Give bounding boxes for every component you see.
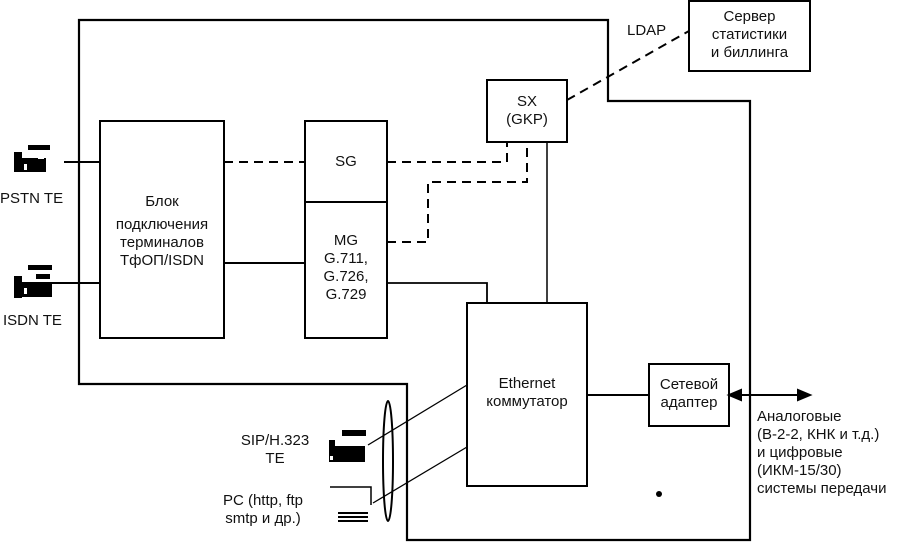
stats-server-label: Сервер статистики и биллинга	[689, 8, 810, 62]
mg-line-1: MG	[333, 232, 359, 249]
sip-ethernet-link	[367, 384, 468, 446]
pc-stub	[330, 486, 372, 505]
mg-ethernet-link	[387, 282, 488, 303]
pstn-te-label: PSTN TE	[0, 190, 64, 207]
arrow-right-head	[797, 388, 813, 402]
transmission-line-5: системы передачи	[757, 480, 887, 497]
terminal-unit-block	[99, 120, 225, 339]
isdn-te-label: ISDN TE	[3, 312, 62, 329]
network-adapter-label: Сетевой адаптер	[649, 376, 729, 412]
ethernet-switch-label: Ethernet коммутатор	[467, 375, 587, 411]
pc-line-2: smtp и др.)	[225, 510, 301, 527]
mg-label: MG G.711, G.726, G.729	[305, 232, 387, 304]
sip-telephone-icon	[329, 430, 366, 462]
mg-block	[304, 201, 388, 339]
stats-server-line-3: и биллинга	[710, 44, 789, 61]
arrow-left-head	[726, 388, 742, 402]
stats-server-block	[688, 0, 811, 72]
pc-label: PC (http, ftp smtp и др.)	[203, 492, 323, 528]
stray-dot	[656, 491, 662, 497]
sip-te-label: SIP/H.323 TE	[225, 432, 325, 468]
cable-bundle-ellipse	[382, 400, 394, 522]
sx-block	[486, 79, 568, 143]
transmission-line-1: Аналоговые	[757, 408, 842, 425]
pc-line-1: PC (http, ftp	[222, 492, 304, 509]
terminal-unit-line-3: терминалов	[120, 234, 204, 251]
stats-server-line-2: статистики	[711, 26, 788, 43]
sip-te-line-1: SIP/H.323	[240, 432, 310, 449]
pc-ethernet-link	[372, 446, 468, 504]
mg-line-3: G.726,	[323, 268, 369, 285]
ldap-label: LDAP	[627, 22, 667, 39]
control-link-mg-sx	[387, 142, 528, 243]
network-adapter-line-1: Сетевой	[659, 376, 719, 393]
network-adapter-line-2: адаптер	[660, 394, 718, 411]
sg-label: SG	[335, 153, 357, 170]
transmission-systems-label: Аналоговые (B-2-2, КНК и т.д.) и цифровы…	[757, 408, 886, 498]
stats-server-line-1: Сервер	[723, 8, 776, 25]
sip-te-line-2: TE	[265, 450, 285, 467]
mg-line-4: G.729	[325, 286, 367, 303]
ethernet-switch-line-2: коммутатор	[486, 393, 568, 410]
ethernet-switch-line-1: Ethernet	[498, 375, 556, 392]
pstn-telephone-icon	[14, 145, 50, 172]
terminal-unit-line-4: ТфОП/ISDN	[120, 252, 204, 269]
transmission-line-3: и цифровые	[757, 444, 843, 461]
isdn-telephone-icon	[14, 265, 52, 298]
mg-line-2: G.711,	[324, 250, 368, 267]
sx-line-2: (GKP)	[506, 111, 548, 128]
signaling-link-sg-sx	[387, 142, 508, 163]
pc-computer-icon	[338, 512, 368, 522]
ldap-link	[566, 30, 690, 101]
enclosure-boundary	[77, 18, 752, 542]
terminal-unit-line-2: подключения	[115, 216, 209, 233]
sx-label: SX (GKP)	[487, 93, 567, 129]
sx-line-1: SX	[516, 93, 537, 110]
transmission-line-4: (ИКМ-15/30)	[757, 462, 842, 479]
terminal-unit-label: Блок подключения терминалов ТфОП/ISDN	[100, 193, 224, 270]
transmission-line-2: (B-2-2, КНК и т.д.)	[757, 426, 880, 443]
terminal-unit-line-1: Блок	[145, 193, 179, 210]
